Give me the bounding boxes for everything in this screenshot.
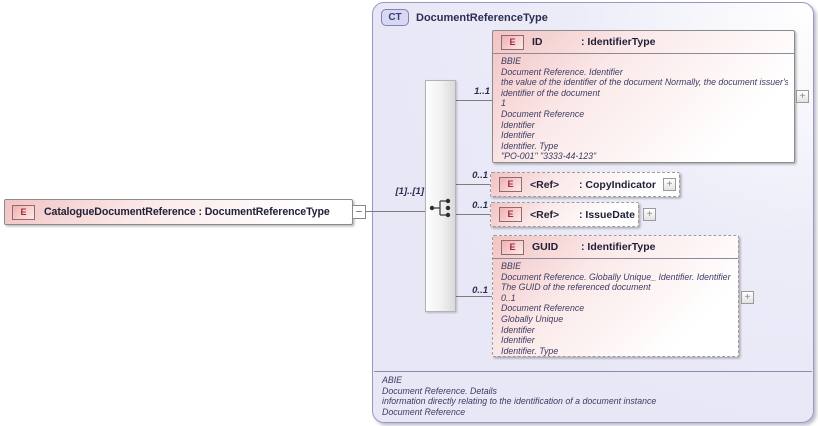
connector-line-guid <box>456 296 492 297</box>
collapse-button[interactable]: − <box>352 205 366 219</box>
element-type: : IssueDate <box>579 208 636 221</box>
annotation-line: Document Reference <box>382 407 466 418</box>
annotation-line: 1 <box>501 98 506 109</box>
annotation-line: Identifier <box>501 130 535 141</box>
element-annotation-id: BBIE Document Reference. Identifier the … <box>493 54 794 162</box>
annotation-line: The GUID of the referenced document <box>501 282 651 293</box>
annotation-line: ABIE <box>382 375 403 385</box>
annotation-line: Identifier. Type <box>501 140 559 151</box>
element-badge-icon: E <box>501 34 524 50</box>
element-box-guid[interactable]: E GUID : IdentifierType BBIE Document Re… <box>492 235 739 357</box>
complex-type-annotation: ABIE Document Reference. Details informa… <box>382 375 656 418</box>
annotation-line: Document Reference. Globally Unique_ Ide… <box>501 271 731 282</box>
element-type: : IdentifierType <box>581 241 656 253</box>
cardinality-id: 1..1 <box>474 86 490 97</box>
connector-line-copy-indicator <box>456 184 490 185</box>
element-header-copy-indicator: E <Ref> : CopyIndicator <box>491 173 679 196</box>
cardinality-root: [1]..[1] <box>395 186 425 197</box>
annotation-line: the value of the identifier of the docum… <box>501 77 788 88</box>
connector-line-root <box>366 211 425 212</box>
annotation-line: 0..1 <box>501 292 516 303</box>
element-header-guid: E GUID : IdentifierType <box>493 236 738 259</box>
element-name: ID <box>532 36 543 48</box>
footer-divider <box>374 371 812 372</box>
complex-type-header: CT DocumentReferenceType <box>381 9 548 26</box>
expand-button-id[interactable]: + <box>796 90 809 103</box>
cardinality-issue-date: 0..1 <box>472 200 488 211</box>
connector-line-id <box>456 100 492 101</box>
annotation-line: identifier of the document <box>501 87 600 98</box>
annotation-line: Document Reference <box>501 303 585 314</box>
cardinality-copy-indicator: 0..1 <box>472 170 488 181</box>
element-name: <Ref> <box>530 208 560 221</box>
annotation-line: BBIE <box>501 261 522 271</box>
element-badge-icon: E <box>12 204 35 220</box>
connector-line-issue-date <box>456 214 490 215</box>
sequence-bar <box>425 80 456 312</box>
expand-button-copy-indicator[interactable]: + <box>663 178 676 191</box>
annotation-line: Identifier <box>501 324 535 335</box>
root-element-label: CatalogueDocumentReference : DocumentRef… <box>44 206 330 218</box>
complex-type-title: DocumentReferenceType <box>416 11 548 24</box>
element-badge-icon: E <box>501 239 524 255</box>
element-box-id[interactable]: E ID : IdentifierType BBIE Document Refe… <box>492 30 795 163</box>
element-header-issue-date: E <Ref> : IssueDate <box>491 203 638 226</box>
sequence-compositor-icon[interactable] <box>428 197 454 219</box>
element-badge-icon: E <box>499 207 522 222</box>
annotation-line: Identifier <box>501 119 535 130</box>
element-annotation-guid: BBIE Document Reference. Globally Unique… <box>493 259 738 356</box>
complex-type-badge: CT <box>381 9 409 26</box>
annotation-line: information directly relating to the ide… <box>382 396 657 407</box>
annotation-line: BBIE <box>501 56 522 66</box>
annotation-line: Identifier <box>501 335 535 346</box>
annotation-line: "PO-001" "3333-44-123" <box>501 151 597 162</box>
element-box-copy-indicator[interactable]: E <Ref> : CopyIndicator <box>490 172 680 197</box>
annotation-line: Document Reference. Identifier <box>501 66 623 77</box>
annotation-line: Globally Unique <box>501 313 564 324</box>
element-type: : IdentifierType <box>581 36 656 48</box>
expand-button-issue-date[interactable]: + <box>643 208 656 221</box>
element-type: : CopyIndicator <box>579 178 657 191</box>
annotation-line: Identifier. Type <box>501 345 559 356</box>
element-box-issue-date[interactable]: E <Ref> : IssueDate <box>490 202 639 227</box>
element-box-catalogue-document-reference[interactable]: E CatalogueDocumentReference : DocumentR… <box>4 199 353 225</box>
annotation-line: Document Reference. Details <box>382 385 497 396</box>
expand-button-guid[interactable]: + <box>741 291 754 304</box>
annotation-line: Document Reference <box>501 108 585 119</box>
element-name: <Ref> <box>530 178 560 191</box>
element-badge-icon: E <box>499 177 522 192</box>
cardinality-guid: 0..1 <box>472 285 488 296</box>
element-name: GUID <box>532 241 559 253</box>
element-header-id: E ID : IdentifierType <box>493 31 794 54</box>
